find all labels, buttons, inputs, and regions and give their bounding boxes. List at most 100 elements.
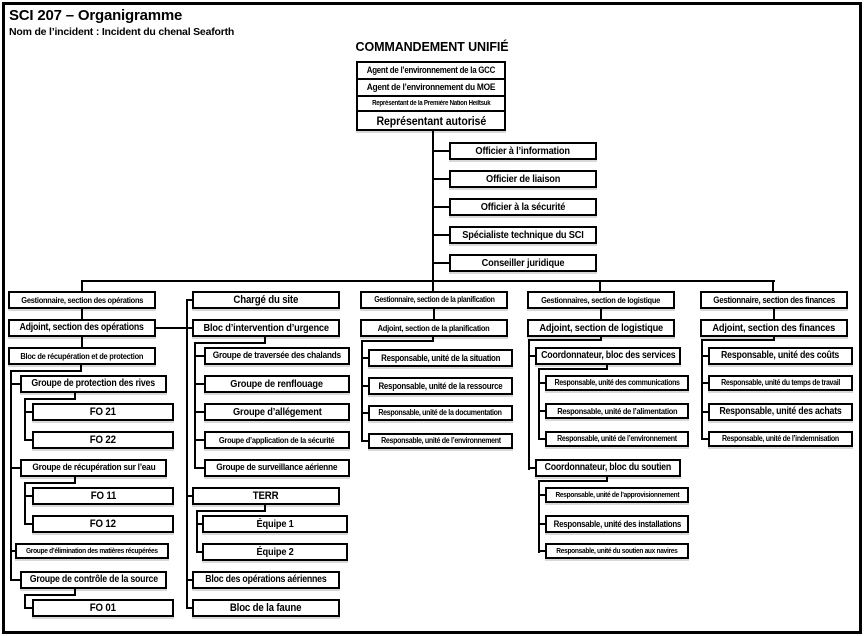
node-authorized-representative: Représentant autorisé: [358, 112, 504, 129]
form-header: SCI 207 – Organigramme Nom de l’incident…: [9, 7, 234, 38]
connector-line: [606, 365, 608, 370]
node-terr: TERR: [192, 487, 340, 505]
connector-line: [24, 398, 26, 441]
node-label: Spécialiste technique du SCI: [462, 228, 584, 241]
node-label: Bloc des opérations aériennes: [205, 574, 327, 585]
node-facilities-unit-leader: Responsable, unité des installations: [545, 515, 689, 533]
connector-line: [196, 551, 202, 553]
node-finance-deputy: Adjoint, section des finances: [700, 319, 848, 337]
node-moe-environment-agent: Agent de l’environnement du MOE: [358, 80, 504, 97]
node-logistics-section-chiefs: Gestionnaires, section de logistique: [527, 291, 675, 309]
connector-line: [528, 339, 530, 470]
connector-line: [156, 327, 192, 329]
node-fo-12: FO 12: [32, 515, 174, 533]
connector-line: [186, 299, 192, 301]
node-information-officer: Officier à l’information: [449, 142, 597, 160]
node-safety-officer: Officier à la sécurité: [449, 198, 597, 216]
node-label: FO 21: [89, 405, 117, 418]
connector-line: [361, 412, 368, 414]
connector-line: [432, 178, 449, 180]
node-label: Groupe d’application de la sécurité: [219, 434, 335, 445]
connector-line: [538, 494, 545, 496]
connector-line: [81, 337, 83, 347]
connector-line: [528, 355, 535, 357]
node-label: Adjoint, section de la planification: [378, 322, 490, 333]
connector-line: [264, 337, 266, 344]
node-label: Responsable, unité de l’environnement: [557, 434, 677, 443]
node-label: Agent de l’environnement de la GCC: [366, 65, 496, 75]
connector-line: [538, 368, 608, 370]
node-label: Adjoint, section des finances: [712, 321, 836, 334]
connector-line: [74, 589, 76, 596]
node-source-control-group: Groupe de contrôle de la source: [20, 571, 167, 589]
connector-line: [538, 410, 545, 412]
connector-line: [196, 510, 266, 512]
node-label: Chargé du site: [233, 293, 299, 306]
connector-line: [538, 438, 545, 440]
node-planning-deputy: Adjoint, section de la planification: [360, 319, 508, 337]
node-label: Responsable, unité de l’alimentation: [556, 405, 678, 416]
node-sci-technical-specialist: Spécialiste technique du SCI: [449, 226, 597, 244]
connector-line: [186, 579, 192, 581]
node-compensation-unit-leader: Responsable, unité de l’indemnisation: [708, 431, 853, 447]
connector-line: [701, 355, 708, 357]
connector-line: [194, 411, 204, 413]
connector-line: [24, 439, 32, 441]
node-emergency-response-branch: Bloc d’intervention d’urgence: [192, 319, 340, 337]
connector-line: [772, 282, 774, 291]
node-label: Responsable, unité de l’indemnisation: [722, 434, 839, 443]
connector-line: [432, 337, 434, 342]
node-label: Gestionnaires, section de logistique: [541, 294, 661, 305]
connector-line: [196, 523, 202, 525]
connector-line: [361, 340, 363, 442]
node-planning-section-chief: Gestionnaire, section de la planificatio…: [360, 291, 508, 309]
node-label: Groupe de surveillance aérienne: [216, 462, 338, 474]
connector-line: [432, 206, 449, 208]
connector-line: [538, 550, 545, 552]
connector-line: [194, 383, 204, 385]
connector-line: [10, 383, 20, 385]
node-procurement-unit-leader: Responsable, unité des achats: [708, 403, 853, 421]
node-label: Responsable, unité de la documentation: [378, 408, 503, 417]
node-label: Équipe 2: [256, 545, 294, 558]
node-support-branch-director: Coordonnateur, bloc du soutien: [535, 459, 681, 477]
node-label: Coordonnateur, bloc des services: [540, 350, 676, 361]
node-air-operations-branch: Bloc des opérations aériennes: [192, 571, 340, 589]
node-label: Bloc de la faune: [230, 601, 302, 614]
node-environment-unit-leader-planning: Responsable, unité de l’environnement: [368, 433, 513, 449]
connector-line: [24, 482, 26, 525]
connector-line: [773, 309, 775, 319]
node-gcc-environment-agent: Agent de l’environnement de la GCC: [358, 63, 504, 80]
node-label: Représentant de la Première Nation Heilt…: [371, 100, 491, 107]
node-resource-unit-leader: Responsable, unité de la ressource: [368, 377, 513, 395]
node-logistics-deputy: Adjoint, section de logistique: [527, 319, 675, 337]
node-label: Responsable, unité de l’approvisionnemen…: [555, 490, 679, 500]
connector-line: [264, 505, 266, 512]
node-label: Adjoint, section de logistique: [539, 321, 663, 334]
node-label: Bloc d’intervention d’urgence: [203, 321, 329, 334]
node-communications-unit-leader: Responsable, unité des communications: [545, 375, 689, 391]
node-barge-crossing-group: Groupe de traversée des chalands: [204, 347, 350, 365]
node-fo-21: FO 21: [32, 403, 174, 421]
node-heiltsuk-first-nation-representative: Représentant de la Première Nation Heilt…: [358, 97, 504, 112]
connector-line: [10, 579, 20, 581]
node-label: Groupe de renflouage: [230, 377, 324, 390]
unified-command-title: COMMANDEMENT UNIFIÉ: [355, 40, 509, 54]
connector-line: [10, 370, 82, 372]
node-legal-advisor: Conseiller juridique: [449, 254, 597, 272]
node-label: Groupe d’allégement: [232, 405, 322, 418]
connector-line: [194, 467, 204, 469]
node-label: Groupe de récupération sur l’eau: [31, 462, 156, 474]
node-liaison-officer: Officier de liaison: [449, 170, 597, 188]
connector-line: [10, 467, 20, 469]
node-documentation-unit-leader: Responsable, unité de la documentation: [368, 405, 513, 421]
node-fo-22: FO 22: [32, 431, 174, 449]
connector-line: [606, 477, 608, 482]
node-label: Officier de liaison: [485, 172, 561, 185]
connector-line: [24, 594, 26, 609]
connector-line: [701, 382, 708, 384]
node-label: Responsable, unité du temps de travail: [721, 378, 840, 387]
connector-line: [538, 368, 540, 440]
connector-line: [538, 382, 545, 384]
node-label: Responsable, unité des communications: [554, 378, 680, 387]
